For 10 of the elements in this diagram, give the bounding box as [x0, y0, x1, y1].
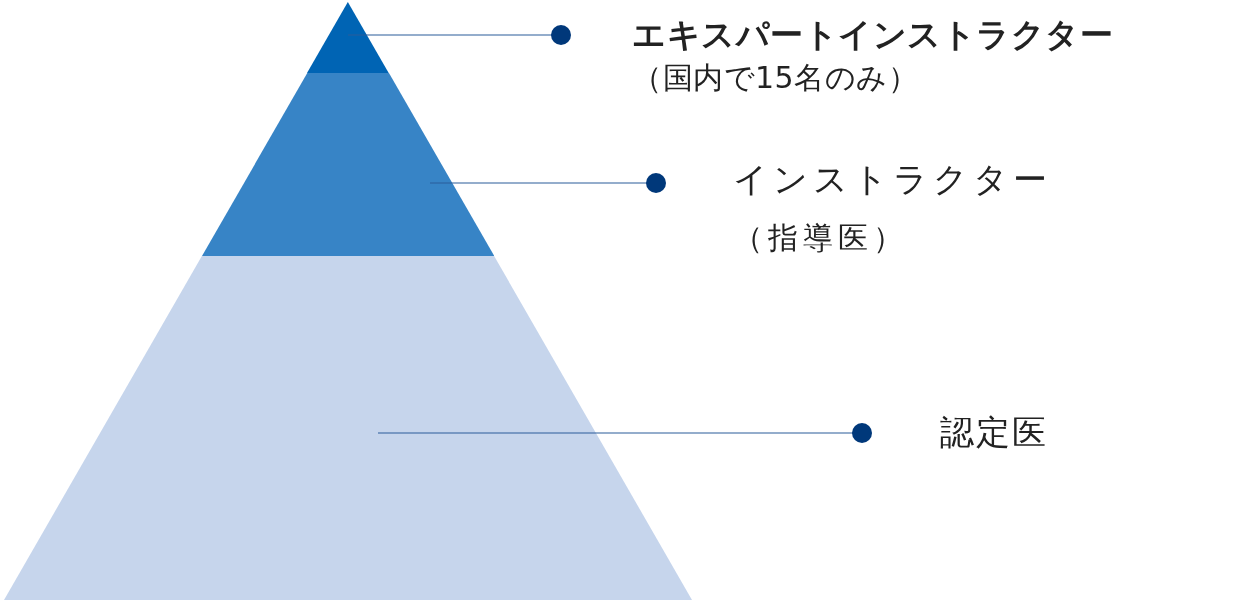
leader-line: [429, 173, 666, 193]
leader-line: [377, 423, 872, 443]
pyramid-top-tier: [307, 2, 389, 73]
tier-note: （指導医）: [733, 218, 909, 256]
tier-title: インストラクター: [733, 158, 1052, 201]
tier-note: （国内で15名のみ）: [632, 59, 920, 97]
tier-title: 認定医: [940, 411, 1048, 454]
tier-title: エキスパートインストラクター: [632, 14, 1113, 56]
leader-line: [347, 25, 571, 45]
pyramid-bottom-tier: [4, 256, 692, 600]
